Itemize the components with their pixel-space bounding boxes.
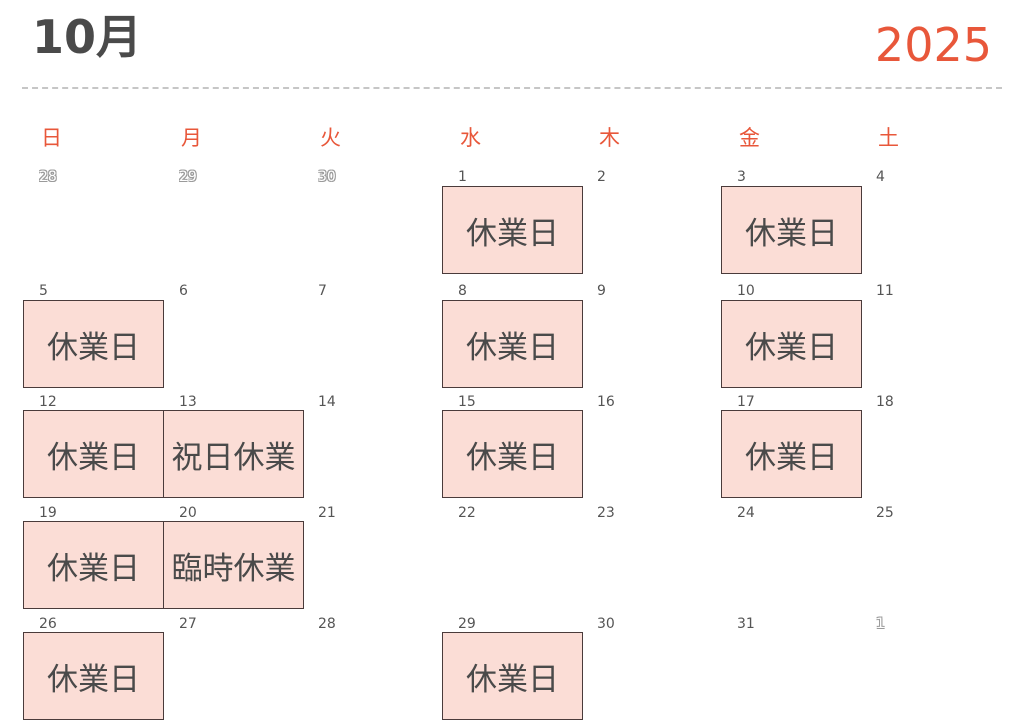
month-title: 10月	[32, 10, 143, 64]
day-number[interactable]: 27	[179, 616, 197, 632]
day-number-other-month[interactable]: 29	[179, 169, 197, 185]
event-block[interactable]: 臨時休業	[163, 521, 304, 609]
day-number[interactable]: 26	[39, 616, 57, 632]
event-block[interactable]: 祝日休業	[163, 410, 304, 498]
day-number[interactable]: 24	[737, 505, 755, 521]
event-label: 休業日	[745, 215, 838, 252]
event-label: 休業日	[745, 329, 838, 366]
event-block[interactable]: 休業日	[23, 300, 164, 388]
event-block[interactable]: 休業日	[23, 410, 164, 498]
day-number-other-month[interactable]: 1	[876, 616, 885, 632]
event-block[interactable]: 休業日	[442, 300, 583, 388]
weekday-fri: 金	[739, 126, 760, 150]
day-number[interactable]: 9	[597, 283, 606, 299]
day-number[interactable]: 10	[737, 283, 755, 299]
day-number[interactable]: 13	[179, 394, 197, 410]
event-label: 臨時休業	[171, 550, 296, 587]
day-number[interactable]: 22	[458, 505, 476, 521]
event-block[interactable]: 休業日	[721, 186, 862, 274]
day-number[interactable]: 18	[876, 394, 894, 410]
day-number[interactable]: 8	[458, 283, 467, 299]
event-label: 休業日	[466, 215, 559, 252]
day-number[interactable]: 21	[318, 505, 336, 521]
event-block[interactable]: 休業日	[721, 410, 862, 498]
day-number[interactable]: 4	[876, 169, 885, 185]
event-block[interactable]: 休業日	[721, 300, 862, 388]
day-number[interactable]: 2	[597, 169, 606, 185]
year-title: 2025	[874, 18, 992, 72]
event-label: 休業日	[466, 439, 559, 476]
weekday-wed: 水	[460, 126, 481, 150]
event-label: 休業日	[47, 329, 140, 366]
event-label: 祝日休業	[171, 439, 296, 476]
day-number-other-month[interactable]: 30	[318, 169, 336, 185]
event-label: 休業日	[47, 439, 140, 476]
event-block[interactable]: 休業日	[442, 632, 583, 720]
weekday-sun: 日	[41, 126, 62, 150]
day-number[interactable]: 5	[39, 283, 48, 299]
day-number-other-month[interactable]: 28	[39, 169, 57, 185]
event-label: 休業日	[47, 661, 140, 698]
day-number[interactable]: 25	[876, 505, 894, 521]
event-block[interactable]: 休業日	[442, 410, 583, 498]
day-number[interactable]: 17	[737, 394, 755, 410]
day-number[interactable]: 15	[458, 394, 476, 410]
weekday-thu: 木	[599, 126, 620, 150]
day-number[interactable]: 1	[458, 169, 467, 185]
header-divider	[22, 87, 1002, 89]
event-label: 休業日	[745, 439, 838, 476]
weekday-sat: 土	[878, 126, 899, 150]
day-number[interactable]: 11	[876, 283, 894, 299]
day-number[interactable]: 6	[179, 283, 188, 299]
day-number[interactable]: 20	[179, 505, 197, 521]
event-label: 休業日	[466, 329, 559, 366]
event-block[interactable]: 休業日	[442, 186, 583, 274]
event-block[interactable]: 休業日	[23, 632, 164, 720]
day-number[interactable]: 31	[737, 616, 755, 632]
event-label: 休業日	[466, 661, 559, 698]
day-number[interactable]: 3	[737, 169, 746, 185]
day-number[interactable]: 29	[458, 616, 476, 632]
day-number[interactable]: 14	[318, 394, 336, 410]
day-number[interactable]: 28	[318, 616, 336, 632]
day-number[interactable]: 30	[597, 616, 615, 632]
weekday-tue: 火	[320, 126, 341, 150]
event-block[interactable]: 休業日	[23, 521, 164, 609]
weekday-mon: 月	[181, 126, 202, 150]
day-number[interactable]: 16	[597, 394, 615, 410]
day-number[interactable]: 7	[318, 283, 327, 299]
event-label: 休業日	[47, 550, 140, 587]
day-number[interactable]: 23	[597, 505, 615, 521]
day-number[interactable]: 12	[39, 394, 57, 410]
day-number[interactable]: 19	[39, 505, 57, 521]
